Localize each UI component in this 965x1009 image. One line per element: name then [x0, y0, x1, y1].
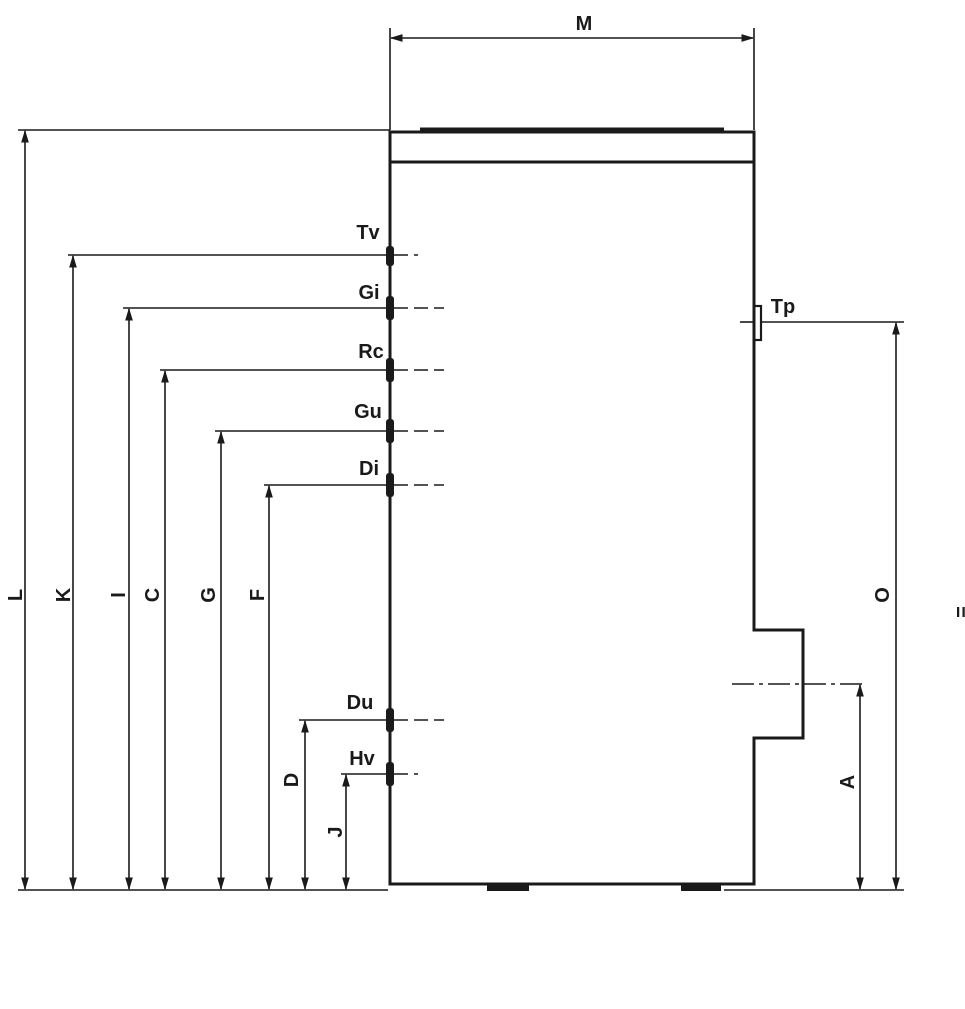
dimension-m-label: M	[576, 13, 593, 35]
dimension-o-label: O	[872, 587, 894, 603]
connection-tv-label: Tv	[356, 222, 380, 244]
dimension-c-label: C	[142, 588, 164, 602]
dimension-a-label: A	[837, 775, 859, 789]
connection-hv: Hv	[349, 748, 418, 786]
dimension-m: M	[389, 13, 755, 130]
dimension-j-label: J	[325, 826, 347, 837]
connection-tv: Tv	[356, 222, 418, 266]
tank-body	[388, 127, 805, 891]
dimension-g: G	[198, 430, 390, 891]
connection-di-label: Di	[359, 458, 379, 480]
dimension-i: I	[108, 307, 390, 891]
dimension-d: D	[281, 719, 390, 891]
connection-hv-label: Hv	[349, 748, 375, 770]
connection-rc: Rc	[358, 341, 444, 382]
dimension-d-label: D	[281, 773, 303, 787]
dimension-k-label: K	[53, 587, 75, 602]
connection-gu-label: Gu	[354, 401, 382, 423]
dimension-f-label: F	[247, 589, 269, 601]
tank-foot-right	[681, 884, 721, 891]
dimension-j: J	[325, 773, 390, 891]
edge-mark: =	[951, 606, 965, 618]
dimension-l-label: L	[5, 589, 27, 601]
tank-foot-left	[487, 884, 529, 891]
dimension-i-label: I	[108, 592, 130, 598]
connection-tp: Tp	[740, 296, 904, 342]
connection-du: Du	[347, 692, 444, 732]
dimension-k: K	[53, 254, 390, 891]
dimension-a: A	[732, 683, 866, 891]
connection-gu: Gu	[354, 401, 444, 443]
dimension-o: O	[872, 321, 900, 891]
connection-gi: Gi	[358, 282, 444, 320]
dimension-g-label: G	[198, 587, 220, 603]
dimension-l: L	[5, 129, 29, 891]
dimension-f: F	[247, 484, 390, 891]
connection-du-label: Du	[347, 692, 374, 714]
connection-di: Di	[359, 458, 444, 497]
dimension-c: C	[142, 369, 390, 891]
connection-gi-label: Gi	[358, 282, 379, 304]
connection-rc-label: Rc	[358, 341, 384, 363]
connection-tp-label: Tp	[771, 296, 795, 318]
